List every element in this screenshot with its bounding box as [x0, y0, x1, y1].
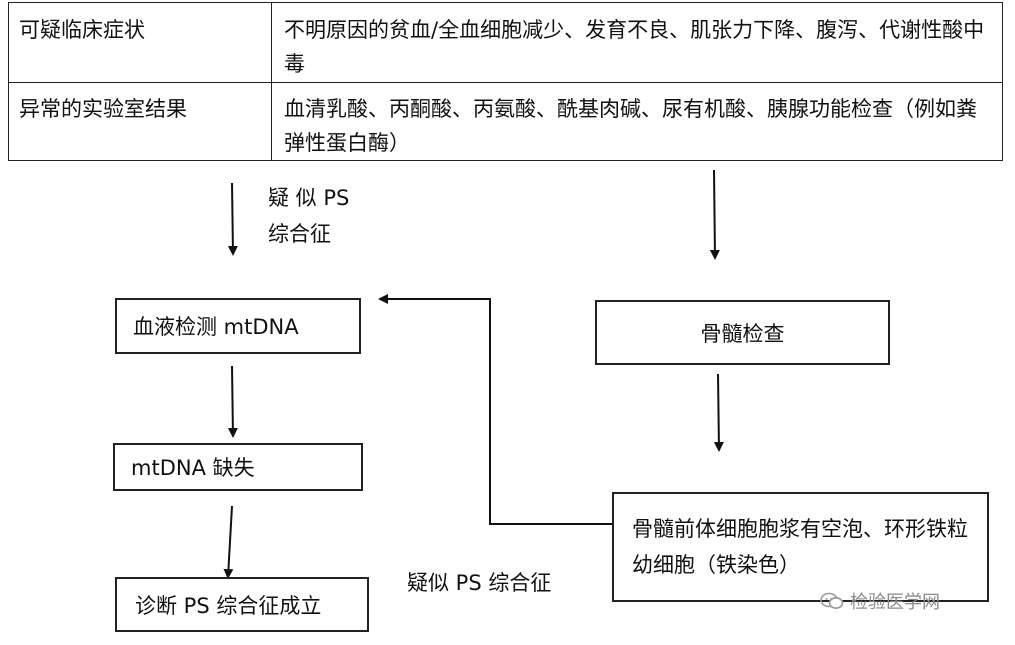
diagnosis-box: 诊断 PS 综合征成立	[115, 577, 369, 632]
box-label: mtDNA 缺失	[131, 456, 255, 480]
suspect-ps-note: 疑 似 PS 综合征	[268, 180, 349, 252]
arrow-to-marrow-findings	[713, 373, 724, 452]
arrow-to-diagnosis	[223, 505, 234, 579]
mtdna-deletion-box: mtDNA 缺失	[113, 443, 363, 491]
table-divider	[271, 82, 272, 160]
box-label: 骨髓前体细胞胞浆有空泡、环形铁粒幼细胞（铁染色）	[632, 517, 968, 577]
bone-marrow-exam-box: 骨髓检查	[595, 300, 890, 365]
wechat-icon	[820, 592, 844, 609]
blood-mtdna-test-box: 血液检测 mtDNA	[115, 298, 361, 354]
table-row: 异常的实验室结果 血清乳酸、丙酮酸、丙氨酸、酰基肉碱、尿有机酸、胰腺功能检查（例…	[9, 82, 1002, 160]
box-label: 血液检测 mtDNA	[133, 315, 299, 339]
table-cell-value: 不明原因的贫血/全血细胞减少、发育不良、肌张力下降、腹泻、代谢性酸中毒	[284, 18, 985, 76]
watermark-text: 检验医学网	[850, 592, 940, 613]
arrow-to-mtdna-deletion	[227, 365, 238, 438]
table-cell-label: 异常的实验室结果	[19, 97, 187, 121]
box-label: 诊断 PS 综合征成立	[135, 593, 322, 618]
note-line: 综合征	[268, 222, 331, 246]
marrow-findings-box: 骨髓前体细胞胞浆有空泡、环形铁粒幼细胞（铁染色）	[612, 492, 989, 602]
table-cell-label: 可疑临床症状	[19, 18, 145, 42]
table-row: 可疑临床症状 不明原因的贫血/全血细胞减少、发育不良、肌张力下降、腹泻、代谢性酸…	[9, 3, 1002, 83]
suspect-ps-note-bottom: 疑似 PS 综合征	[407, 571, 552, 595]
box-label: 骨髓检查	[700, 321, 785, 346]
arrow-to-bone-marrow	[709, 169, 720, 260]
symptoms-table: 可疑临床症状 不明原因的贫血/全血细胞减少、发育不良、肌张力下降、腹泻、代谢性酸…	[8, 2, 1003, 161]
arrow-to-blood-test	[227, 182, 238, 256]
arrow-findings-to-blood-test	[378, 294, 612, 525]
watermark: 检验医学网	[820, 588, 940, 614]
table-divider	[271, 3, 272, 82]
table-cell-value: 血清乳酸、丙酮酸、丙氨酸、酰基肉碱、尿有机酸、胰腺功能检查（例如粪弹性蛋白酶）	[284, 97, 977, 155]
note-line: 疑 似 PS	[268, 186, 350, 210]
